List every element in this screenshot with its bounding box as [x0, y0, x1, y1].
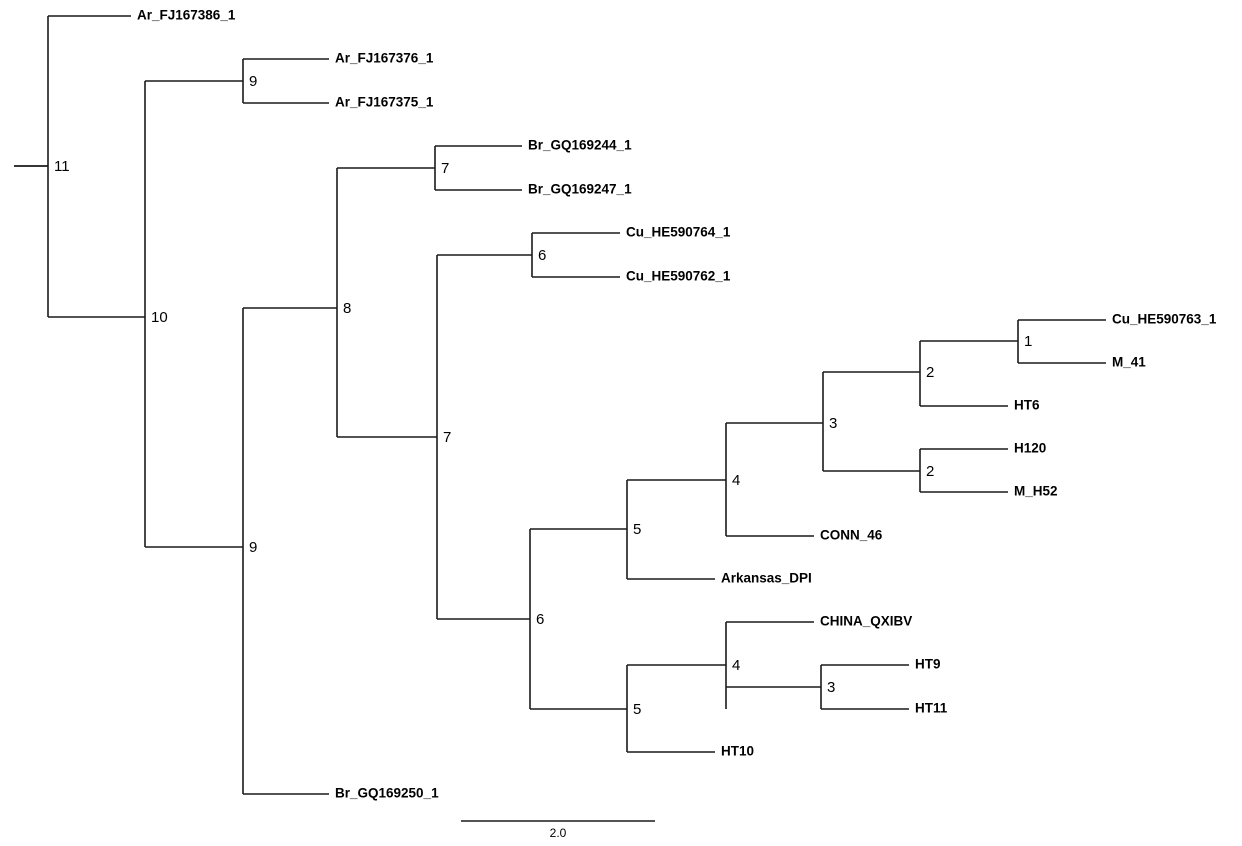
tip-labels: Ar_FJ167386_1Ar_FJ167376_1Ar_FJ167375_1B…	[137, 8, 1217, 801]
tip-m-41-label: M_41	[1112, 355, 1146, 370]
node-5-upper-label: 5	[633, 521, 641, 538]
node-3-upper-label: 3	[829, 415, 837, 432]
node-5-lower-label: 5	[633, 701, 641, 718]
internal-branches	[14, 16, 1019, 794]
tip-conn-46-label: CONN_46	[820, 528, 883, 543]
tip-ar-fj167376-1-label: Ar_FJ167376_1	[335, 51, 434, 66]
scale-bar: 2.0	[461, 820, 655, 840]
node-4-upper-label: 4	[732, 472, 740, 489]
node-7-br-label: 7	[441, 160, 449, 177]
tip-ht10-label: HT10	[721, 744, 754, 759]
tip-br-gq169250-1-label: Br_GQ169250_1	[335, 786, 439, 801]
tip-ht9-label: HT9	[915, 657, 941, 672]
tip-cu-he590764-1-label: Cu_HE590764_1	[626, 225, 731, 240]
tip-h120-label: H120	[1014, 441, 1046, 456]
tip-china-qxibv-label: CHINA_QXIBV	[820, 614, 912, 629]
node-support-labels: 11 10 9 9 8 7 7 6 6 5 5 4 4 3 3 2 2 1	[54, 73, 1032, 718]
scalebar-label: 2.0	[550, 826, 567, 840]
tip-m-h52-label: M_H52	[1014, 484, 1058, 499]
node-6-lower-label: 6	[536, 611, 544, 628]
tip-branches	[48, 15, 1106, 795]
node-9-ar-label: 9	[249, 73, 257, 90]
tip-br-gq169247-1-label: Br_GQ169247_1	[528, 182, 632, 197]
tip-ht11-label: HT11	[915, 701, 948, 716]
tip-cu-he590762-1-label: Cu_HE590762_1	[626, 269, 731, 284]
node-9-lower-label: 9	[249, 539, 257, 556]
node-8-label: 8	[343, 300, 351, 317]
tip-ar-fj167386-1-label: Ar_FJ167386_1	[137, 8, 236, 23]
node-4-lower-label: 4	[732, 657, 740, 674]
tip-ht6-label: HT6	[1014, 398, 1040, 413]
tip-arkansas-dpi-label: Arkansas_DPI	[721, 571, 812, 586]
node-2-lower-label: 2	[926, 463, 934, 480]
node-6-cu-label: 6	[538, 247, 546, 264]
node-10-label: 10	[151, 309, 168, 326]
tip-br-gq169244-1-label: Br_GQ169244_1	[528, 138, 632, 153]
node-1-label: 1	[1024, 333, 1032, 350]
tip-cu-he590763-1-label: Cu_HE590763_1	[1112, 312, 1217, 327]
node-11-label: 11	[54, 158, 70, 175]
node-2-upper-label: 2	[926, 364, 934, 381]
node-7-main-label: 7	[443, 429, 451, 446]
node-3-lower-label: 3	[827, 679, 835, 696]
tip-ar-fj167375-1-label: Ar_FJ167375_1	[335, 95, 434, 110]
